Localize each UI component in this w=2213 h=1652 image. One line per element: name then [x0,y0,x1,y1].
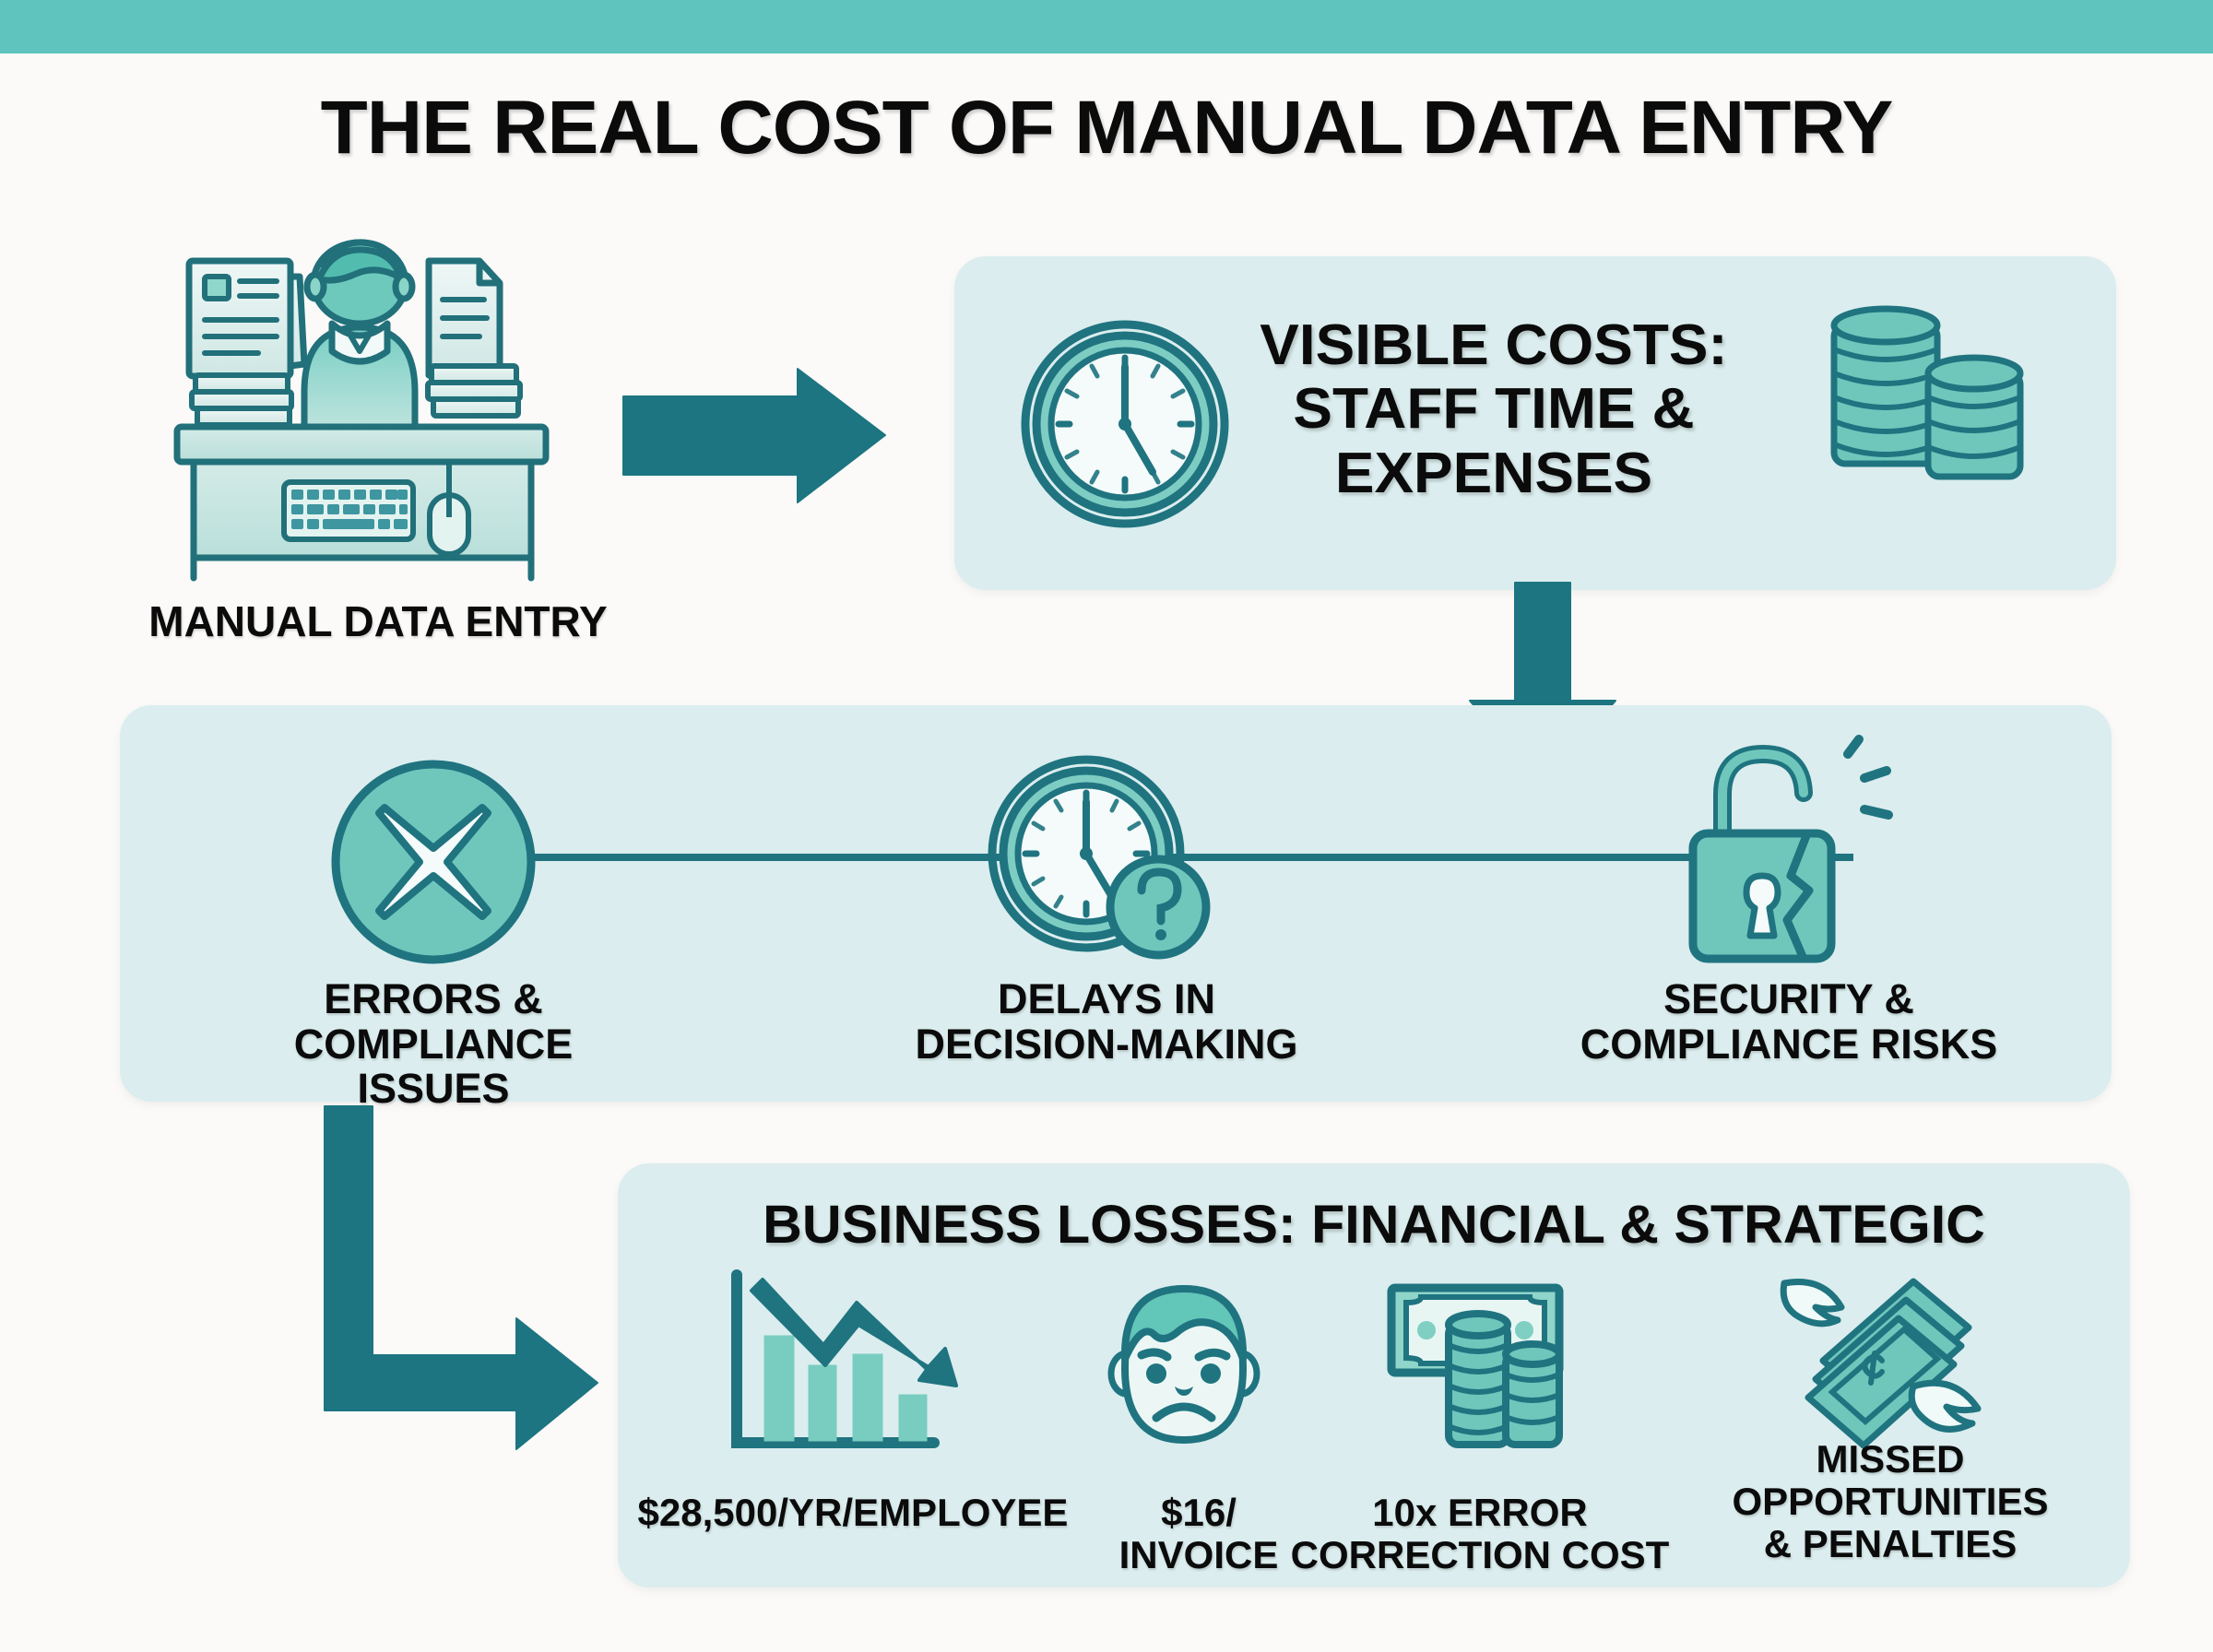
visible-costs-line1: VISIBLE COSTS: [1260,313,1728,377]
errors-line2: COMPLIANCE ISSUES [293,1020,574,1113]
stat3-line1: 10x ERROR [1372,1491,1588,1534]
stat1-line1: $28,500/YR/EMPLOYEE [637,1491,1069,1534]
stat-label-cost-per-invoice: $16/ INVOICE [1083,1491,1314,1577]
stat2-line2: INVOICE [1118,1533,1279,1577]
top-banner [0,0,2213,53]
visible-costs-line2: STAFF TIME & [1293,377,1695,442]
delays-line2: DECISION-MAKING [915,1020,1298,1068]
stat-label-missed-opportunities: MISSED OPPORTUNITIES & PENALTIES [1697,1437,2084,1566]
declining-bar-chart-icon [724,1268,991,1466]
x-circle-icon [327,756,539,968]
flying-money-icon [1775,1270,1987,1455]
errors-line1: ERRORS & [324,975,543,1022]
business-losses-heading: BUSINESS LOSSES: FINANCIAL & STRATEGIC [763,1195,1985,1255]
coin-stack-icon [1821,305,2033,502]
clock-icon [1014,313,1236,535]
cash-coins-icon [1379,1277,1600,1470]
stat2-line1: $16/ [1161,1491,1237,1534]
stat3-line2: CORRECTION COST [1290,1533,1670,1577]
clock-question-icon [987,754,1226,975]
security-line1: SECURITY & [1663,975,1914,1022]
stat4-line2: OPPORTUNITIES [1732,1480,2049,1524]
stat-label-error-correction: 10x ERROR CORRECTION COST [1286,1491,1674,1577]
sidebar-caption-delays: DELAYS IN DECISION-MAKING [858,975,1355,1068]
visible-costs-line3: EXPENSES [1334,441,1653,505]
stat4-line1: MISSED [1816,1437,1965,1481]
broken-padlock-icon [1669,735,1899,977]
visible-costs-text: VISIBLE COSTS: STAFF TIME & EXPENSES [1228,313,1760,505]
security-line2: COMPLIANCE RISKS [1580,1020,1998,1068]
sidebar-caption-security: SECURITY & COMPLIANCE RISKS [1531,975,2047,1068]
angry-face-icon [1106,1283,1291,1468]
stat-label-cost-per-employee: $28,500/YR/EMPLOYEE [636,1491,1070,1534]
delays-line1: DELAYS IN [998,975,1215,1022]
sidebar-caption-errors: ERRORS & COMPLIANCE ISSUES [212,975,655,1113]
stat4-line3: & PENALTIES [1763,1522,2018,1566]
manual-data-entry-caption: MANUAL DATA ENTRY [148,597,608,645]
desk-worker-icon [166,235,572,585]
page-title: THE REAL COST OF MANUAL DATA ENTRY [320,86,1894,170]
